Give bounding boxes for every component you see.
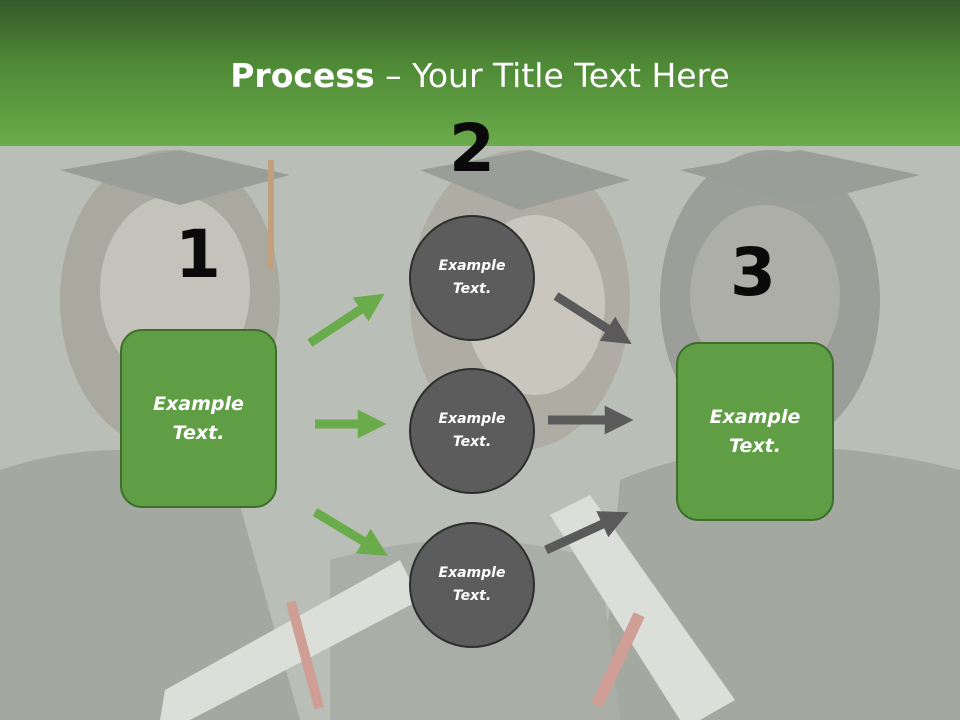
circle-top-text: Example Text. — [438, 258, 506, 297]
step-3-box-text: Example Text. — [709, 405, 801, 457]
slide-title-rest: – Your Title Text Here — [374, 56, 730, 95]
arrow-green-down — [312, 508, 388, 556]
step-1-box-text: Example Text. — [153, 392, 244, 444]
step-2-circle-middle[interactable]: Example Text. — [409, 368, 535, 494]
step-2-circle-top[interactable]: Example Text. — [409, 215, 535, 341]
circle-bottom-text: Example Text. — [438, 565, 506, 604]
step-3-box[interactable]: Example Text. — [676, 342, 834, 521]
step-number-3: 3 — [730, 234, 776, 311]
circle-middle-text: Example Text. — [438, 411, 506, 450]
step-2-circle-bottom[interactable]: Example Text. — [409, 522, 535, 648]
step-number-1: 1 — [175, 216, 221, 293]
title-bar — [0, 0, 960, 146]
slide-title-bold: Process — [230, 56, 375, 95]
slide-title: Process – Your Title Text Here — [0, 56, 960, 96]
arrow-gray-down — [553, 292, 632, 345]
arrow-gray-up — [544, 511, 629, 555]
arrow-green-up — [307, 293, 385, 347]
step-1-box[interactable]: Example Text. — [120, 329, 277, 508]
step-number-2: 2 — [449, 110, 495, 187]
